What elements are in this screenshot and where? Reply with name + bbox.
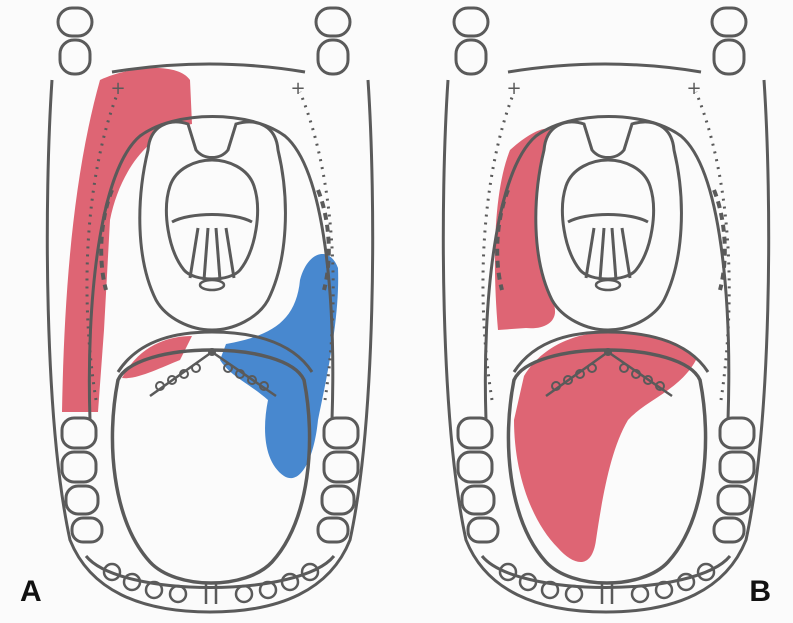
panel-b bbox=[443, 8, 768, 612]
red-region-b-lower bbox=[514, 332, 696, 562]
panel-a bbox=[47, 8, 372, 612]
panel-label-b: B bbox=[749, 575, 771, 609]
panel-label-a: A bbox=[20, 575, 42, 609]
